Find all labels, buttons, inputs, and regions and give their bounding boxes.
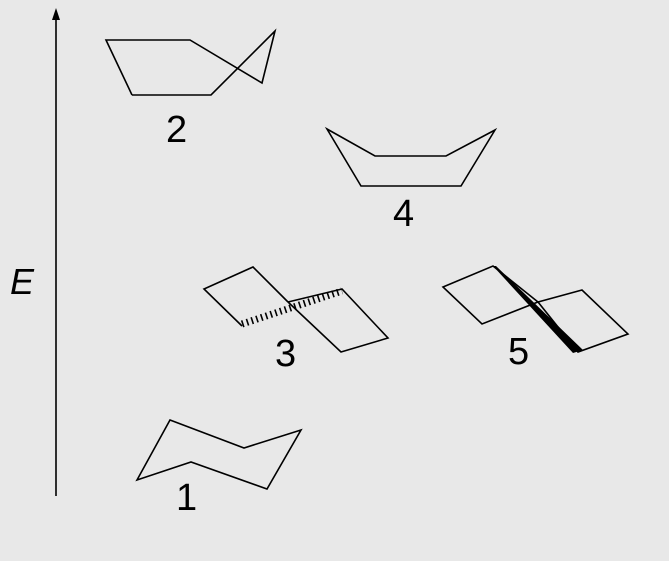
conformer-2-label: 2 [166,109,187,151]
conformer-3-outline-left [202,266,289,327]
energy-axis: E [10,8,60,496]
conformer-5-wedge-bond [493,266,583,353]
conformer-4: 4 [324,126,498,235]
conformer-5: 5 [441,265,630,373]
conformer-1-label: 1 [176,477,197,519]
conformer-2: 2 [104,28,277,151]
conformer-4-label: 4 [393,193,414,235]
energy-axis-arrowhead [52,8,60,20]
conformer-2-outline [104,28,277,96]
conformer-1: 1 [135,419,303,519]
energy-axis-label: E [10,261,35,302]
conformer-3-hashed-bond [240,287,344,328]
conformer-3-outline-right [287,288,390,353]
conformer-1-outline [135,419,303,490]
conformer-4-outline [324,126,498,187]
conformer-3: 3 [202,266,390,375]
conformer-3-label: 3 [275,333,296,375]
conformer-5-label: 5 [508,331,529,373]
